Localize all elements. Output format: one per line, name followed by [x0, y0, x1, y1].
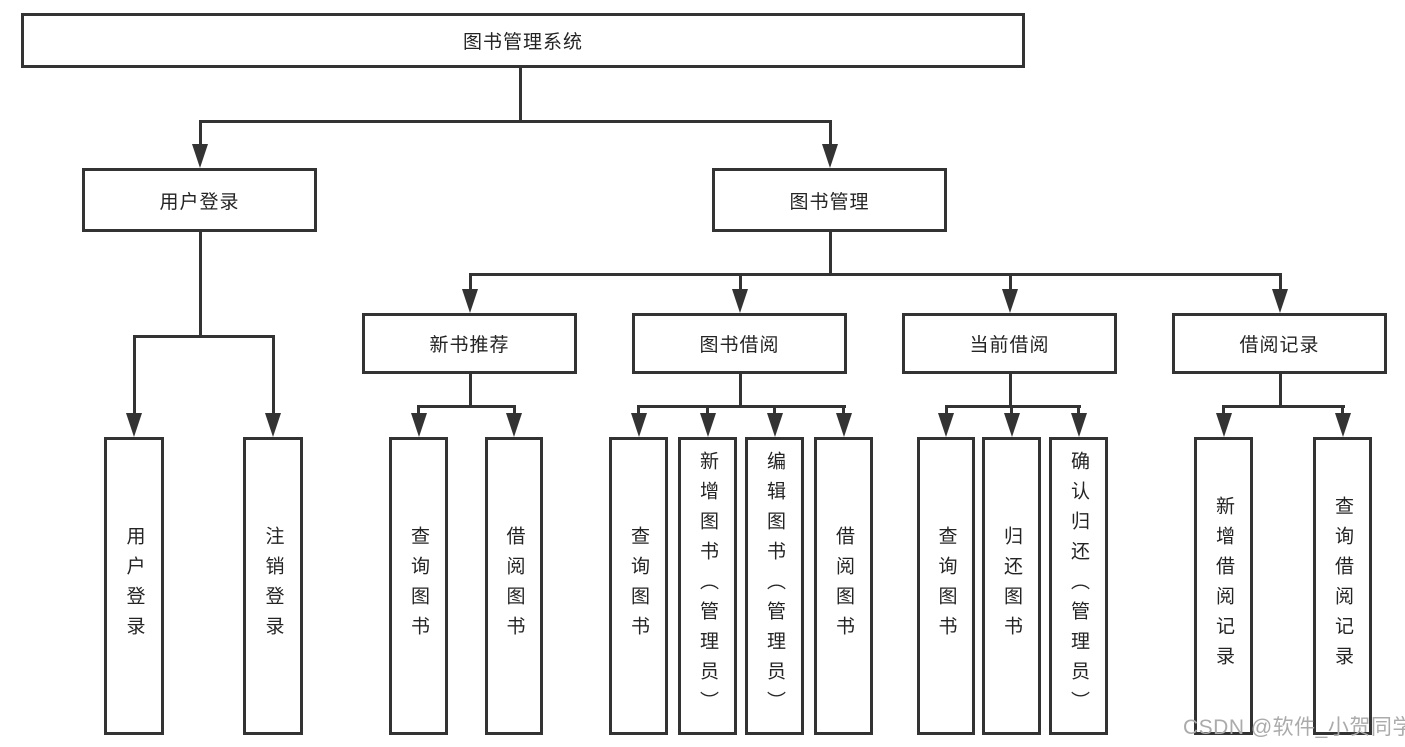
leaf-label: 借阅图书: [833, 526, 854, 646]
leaf-records-add-borrow-record: 新增借阅记录: [1194, 437, 1253, 735]
connector-line: [271, 335, 275, 415]
node-new-book-recommendation: 新书推荐: [362, 313, 577, 374]
leaf-label: 注销登录: [262, 526, 284, 646]
down-arrowhead-icon: [938, 413, 954, 437]
leaf-label: 新增借阅记录: [1213, 496, 1234, 676]
connector-line: [132, 335, 275, 338]
node-user-login-branch: 用户登录: [82, 168, 317, 232]
leaf-label: 确认归还（管理员）: [1068, 451, 1089, 721]
connector-line: [1008, 273, 1012, 291]
leaf-label: 借阅图书: [503, 526, 525, 646]
leaf-current-query-books: 查询图书: [917, 437, 975, 735]
node-book-management-system: 图书管理系统: [21, 13, 1025, 68]
connector-line: [417, 405, 420, 415]
connector-line: [1278, 374, 1282, 408]
connector-line: [706, 405, 709, 415]
leaf-user-login: 用户登录: [104, 437, 164, 735]
down-arrowhead-icon: [462, 289, 478, 313]
node-book-borrowing: 图书借阅: [632, 313, 847, 374]
connector-line: [519, 68, 522, 123]
connector-line: [637, 405, 846, 408]
down-arrowhead-icon: [732, 289, 748, 313]
connector-line: [738, 273, 742, 291]
leaf-label: 查询图书: [628, 526, 649, 646]
connector-line: [1222, 405, 1225, 415]
connector-line: [468, 374, 472, 408]
down-arrowhead-icon: [1070, 413, 1087, 437]
leaf-label: 归还图书: [1001, 526, 1022, 646]
connector-line: [828, 120, 832, 147]
connector-line: [198, 120, 202, 147]
connector-line: [1077, 405, 1080, 415]
down-arrowhead-icon: [699, 413, 716, 437]
down-arrowhead-icon: [1002, 289, 1018, 313]
leaf-current-confirm-return-admin: 确认归还（管理员）: [1049, 437, 1108, 735]
node-book-management-branch: 图书管理: [712, 168, 947, 232]
connector-line: [1008, 374, 1012, 408]
node-current-borrowing: 当前借阅: [902, 313, 1117, 374]
down-arrowhead-icon: [1215, 413, 1232, 437]
down-arrowhead-icon: [822, 144, 838, 168]
connector-line: [944, 405, 948, 415]
connector-line: [738, 374, 742, 408]
connector-line: [842, 405, 845, 415]
down-arrowhead-icon: [630, 413, 647, 437]
connector-line: [637, 405, 640, 415]
connector-line: [417, 405, 516, 408]
leaf-newrec-query-books: 查询图书: [389, 437, 448, 735]
leaf-borrow-borrow-books: 借阅图书: [814, 437, 873, 735]
connector-line: [1341, 405, 1344, 415]
down-arrowhead-icon: [265, 413, 281, 437]
connector-line: [468, 273, 1282, 276]
down-arrowhead-icon: [506, 413, 522, 437]
leaf-label: 编辑图书（管理员）: [764, 451, 785, 721]
down-arrowhead-icon: [766, 413, 783, 437]
connector-line: [512, 405, 516, 415]
down-arrowhead-icon: [410, 413, 427, 437]
down-arrowhead-icon: [1334, 413, 1351, 437]
leaf-borrow-add-book-admin: 新增图书（管理员）: [678, 437, 737, 735]
leaf-newrec-borrow-books: 借阅图书: [485, 437, 543, 735]
connector-line: [198, 120, 832, 123]
leaf-label: 查询图书: [408, 526, 429, 646]
connector-line: [1278, 273, 1282, 291]
down-arrowhead-icon: [1003, 413, 1020, 437]
connector-line: [468, 273, 472, 291]
leaf-label: 新增图书（管理员）: [697, 451, 718, 721]
leaf-label: 查询借阅记录: [1332, 496, 1353, 676]
connector-line: [828, 232, 832, 276]
leaf-label: 查询图书: [935, 526, 957, 646]
down-arrowhead-icon: [192, 144, 208, 168]
leaf-records-query-borrow-record: 查询借阅记录: [1313, 437, 1372, 735]
node-borrowing-records: 借阅记录: [1172, 313, 1387, 374]
leaf-logout-login: 注销登录: [243, 437, 303, 735]
down-arrowhead-icon: [126, 413, 142, 437]
down-arrowhead-icon: [835, 413, 852, 437]
connector-line: [132, 335, 136, 415]
connector-line: [773, 405, 776, 415]
leaf-label: 用户登录: [123, 526, 145, 646]
connector-line: [1222, 405, 1345, 408]
connector-line: [198, 232, 202, 338]
watermark: CSDN @软件_小贺同学: [1183, 716, 1405, 739]
down-arrowhead-icon: [1272, 289, 1288, 313]
leaf-borrow-query-books: 查询图书: [609, 437, 668, 735]
connector-line: [1010, 405, 1013, 415]
leaf-borrow-edit-book-admin: 编辑图书（管理员）: [745, 437, 804, 735]
leaf-current-return-books: 归还图书: [982, 437, 1041, 735]
